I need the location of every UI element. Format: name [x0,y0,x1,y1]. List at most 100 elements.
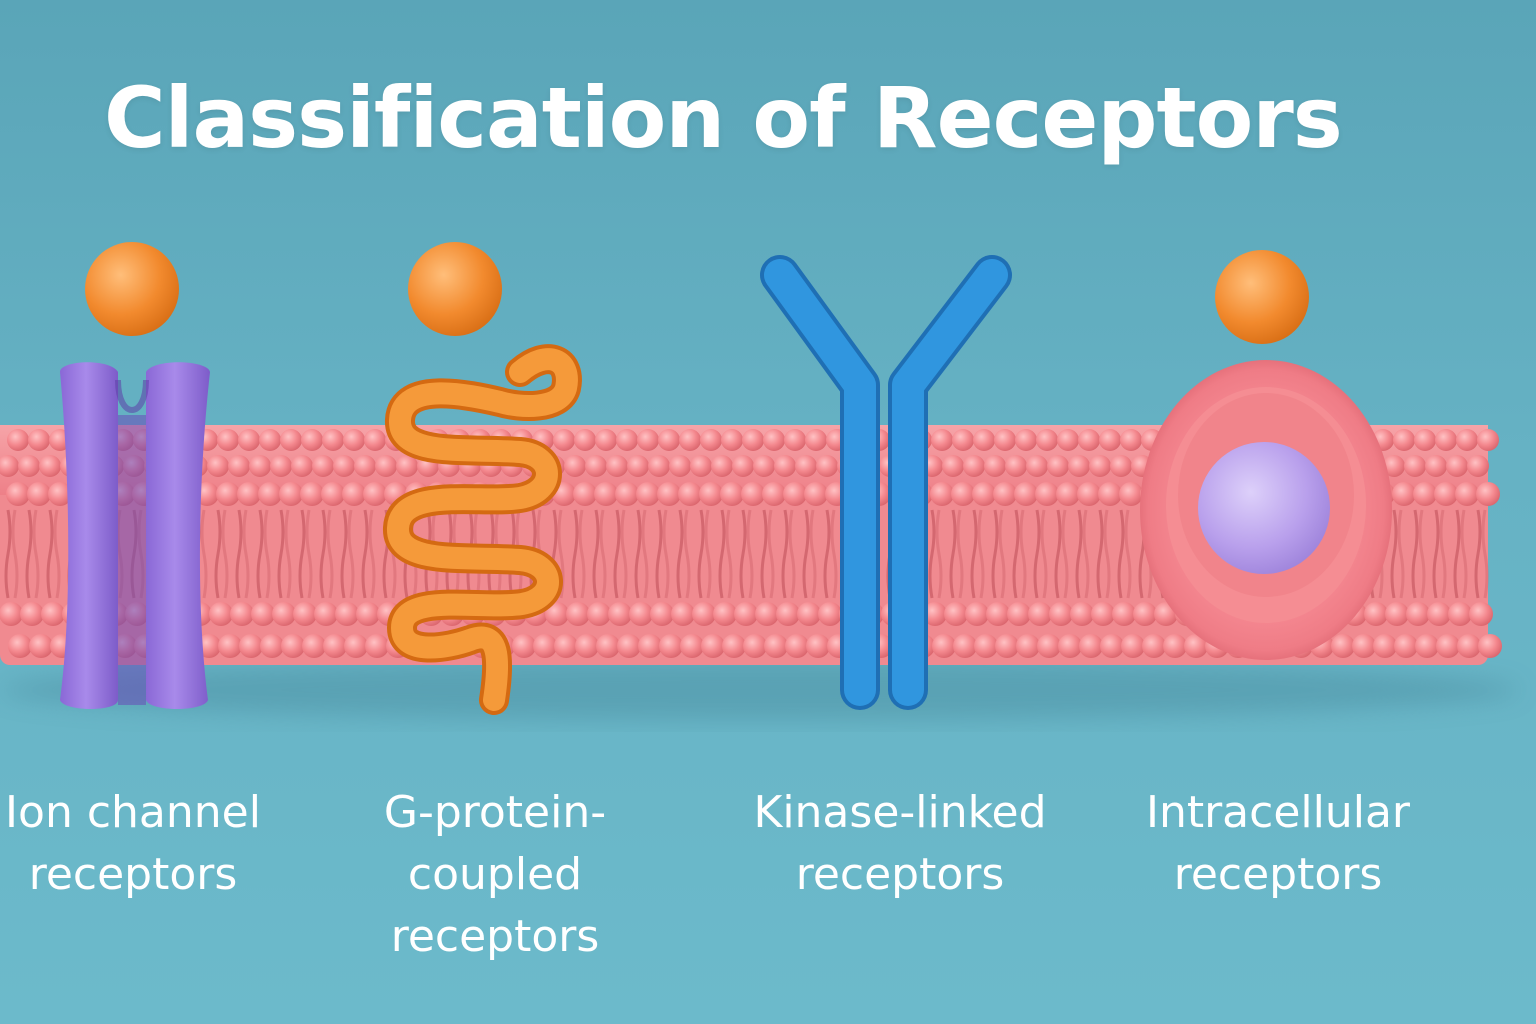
lipid-head [742,429,764,451]
lipid-tail [599,509,607,599]
lipid-head [993,482,1017,506]
lipid-tail [781,509,789,599]
intracellular-ligand [1215,250,1309,344]
lipid-head [1383,455,1405,477]
lipid-head [553,429,575,451]
lipid-head [615,482,639,506]
lipid-head [721,429,743,451]
lipid-head [699,482,723,506]
lipid-tail [1033,509,1041,599]
lipid-head [554,634,578,658]
lipid-head [616,429,638,451]
lipid-tail [1061,509,1069,599]
lipid-tail [830,509,838,599]
lipid-head [0,455,19,477]
lipid-tail [704,509,712,599]
lipid-tail [998,509,1006,599]
lipid-head [657,482,681,506]
lipid-head [314,602,338,626]
lipid-head [986,602,1010,626]
lipid-head [1394,634,1418,658]
lipid-head [1184,634,1208,658]
lipid-head [291,455,313,477]
lipid-head [1414,429,1436,451]
lipid-head [354,455,376,477]
lipid-head [335,602,359,626]
lipid-head [1056,482,1080,506]
lipid-head [280,429,302,451]
lipid-head [7,429,29,451]
lipid-head [931,429,953,451]
lipid-head [270,455,292,477]
lipid-head [1078,429,1100,451]
lipid-head [1477,429,1499,451]
lipid-tail [949,509,957,599]
label-line: Ion channel [5,787,261,838]
lipid-head [1393,429,1415,451]
lipid-head [1098,482,1122,506]
lipid-head [678,482,702,506]
lipid-head [364,429,386,451]
lipid-head [942,455,964,477]
label-line: receptors [1173,849,1383,900]
label-g-protein-coupled-receptors: G-protein- coupled receptors [345,782,645,968]
lipid-tail [718,509,726,599]
lipid-tail [760,509,768,599]
lipid-tail [1411,509,1419,599]
lipid-head [545,602,569,626]
lipid-head [984,455,1006,477]
lipid-head [279,482,303,506]
lipid-tail [1075,509,1083,599]
lipid-tail [319,509,327,599]
lipid-head [1413,482,1437,506]
lipid-head [1406,602,1430,626]
lipid-head [774,455,796,477]
ion-channel-gap [118,415,146,705]
lipid-tail [340,509,348,599]
label-line: receptors [795,849,1005,900]
lipid-head [564,455,586,477]
label-kinase-linked-receptors: Kinase-linked receptors [735,782,1065,906]
lipid-head [1448,602,1472,626]
lipid-tail [620,509,628,599]
lipid-head [272,602,296,626]
lipid-head [965,602,989,626]
lipid-tail [1117,509,1125,599]
lipid-head [207,455,229,477]
lipid-tail [1390,509,1398,599]
lipid-head [953,634,977,658]
lipid-head [375,455,397,477]
lipid-tail [368,509,376,599]
lipid-head [512,634,536,658]
lipid-head [216,482,240,506]
lipid-tail [956,509,964,599]
lipid-tail [1453,509,1461,599]
label-line: receptors [390,911,600,962]
lipid-tail [1439,509,1447,599]
lipid-head [322,429,344,451]
lipid-head [1133,602,1157,626]
diagram-title: Classification of Receptors [104,69,1343,167]
lipid-head [1036,429,1058,451]
lipid-head [963,455,985,477]
lipid-head [692,602,716,626]
lipid-head [574,429,596,451]
lipid-head [218,634,242,658]
lipid-head [720,482,744,506]
lipid-head [301,429,323,451]
lipid-tail [1432,509,1440,599]
ion-channel-ligand [85,242,179,336]
lipid-head [260,634,284,658]
lipid-tail [641,509,649,599]
lipid-head [1089,455,1111,477]
label-intracellular-receptors: Intracellular receptors [1118,782,1438,906]
lipid-head [230,602,254,626]
lipid-head [701,634,725,658]
lipid-head [732,455,754,477]
lipid-tail [739,509,747,599]
intracellular-receptor-icon [1140,250,1392,660]
lipid-tail [284,509,292,599]
lipid-head [566,602,590,626]
lipid-head [1037,634,1061,658]
